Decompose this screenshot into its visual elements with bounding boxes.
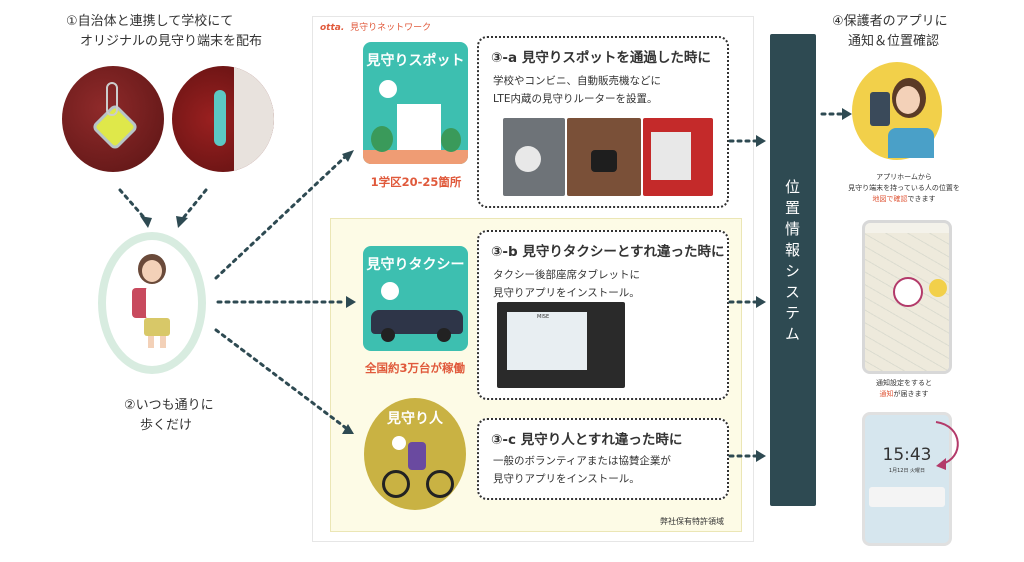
location-system-label: 位置情報システム (783, 179, 801, 347)
step4-line2: 通知＆位置確認 (848, 34, 940, 49)
step4-desc3: 地図で確認 (872, 195, 908, 203)
person-body1: 一般のボランティアまたは協賛企業が (493, 455, 671, 467)
arrowhead-sys3 (756, 450, 766, 462)
step2-line2: 歩くだけ (140, 418, 193, 433)
tablet-screen-label: MISE (537, 314, 550, 320)
person-body2: 見守りアプリをインストール。 (493, 473, 640, 485)
arrow-device2-to-child (178, 188, 208, 224)
step2-caption: ②いつも通りに 歩くだけ (124, 396, 244, 436)
spot-tile-label: 見守りスポット (366, 53, 465, 69)
taxi-body2: 見守りアプリをインストール。 (493, 287, 640, 299)
step4-desc3-line: 地図で確認できます (834, 194, 974, 205)
notif-word: 通知 (879, 390, 894, 398)
photo-vending-machine (643, 118, 713, 196)
location-system-bar: 位置情報システム (770, 34, 816, 506)
map-location-pin-icon (893, 277, 923, 307)
lock-date: 1月12日 火曜日 (888, 468, 926, 474)
phone-icon (870, 92, 890, 126)
photo-router-store (567, 118, 641, 196)
step1-line2: オリジナルの見守り端末を配布 (80, 34, 263, 49)
notif-rest: が届きます (893, 390, 929, 398)
arrow-child-to-spot (214, 154, 348, 280)
notif-line2: 通知が届きます (844, 389, 964, 400)
step4-caption: ④保護者のアプリに 通知＆位置確認 (832, 12, 1022, 52)
taxi-body: タクシー後部座席タブレットに 見守りアプリをインストール。 (493, 266, 640, 302)
person-title: ③-c 見守り人とすれ違った時に (491, 432, 683, 448)
spot-body: 学校やコンビニ、自動販売機などに LTE内蔵の見守りルーターを設置。 (493, 72, 661, 108)
notif-line1: 通知設定をすると (876, 379, 932, 387)
parent-illustration (852, 62, 942, 160)
building-icon (397, 104, 441, 152)
spot-tile: 見守りスポット (363, 42, 468, 164)
step1-line1: ①自治体と連携して学校にて (66, 14, 234, 29)
step1-caption: ①自治体と連携して学校にて オリジナルの見守り端末を配布 (66, 12, 286, 52)
step2-line1: ②いつも通りに (124, 398, 214, 413)
arrowhead-person (342, 424, 354, 434)
lock-time: 15:43 (882, 445, 932, 465)
arrow-child-to-person (214, 328, 348, 430)
arrowhead-2 (176, 216, 188, 228)
spot-body1: 学校やコンビニ、自動販売機などに (493, 75, 661, 87)
brand-logo: otta. (320, 23, 345, 33)
step4-line1: ④保護者のアプリに (832, 14, 948, 29)
notification-description: 通知設定をすると 通知が届きます (844, 378, 964, 400)
child-illustration (98, 232, 206, 374)
taxi-caption: 全国約3万台が稼働 (364, 361, 465, 375)
map-phone (862, 220, 952, 374)
step4-description: アプリホームから 見守り端末を持っている人の位置を 地図で確認できます (834, 172, 974, 205)
spot-callout: ③-a 見守りスポットを通過した時に 学校やコンビニ、自動販売機などに LTE内… (477, 36, 729, 208)
spot-body2: LTE内蔵の見守りルーターを設置。 (493, 93, 658, 105)
wifi-icon (381, 282, 399, 300)
arrowhead-sys2 (756, 296, 766, 308)
photo-taxi-tablet: MISE (497, 302, 625, 388)
wifi-icon (392, 436, 406, 450)
bicycle-icon (382, 470, 410, 498)
notification-card (869, 487, 945, 507)
device-stick-icon (214, 90, 226, 146)
person-tile-label: 見守り人 (387, 411, 443, 427)
person-body: 一般のボランティアまたは協賛企業が 見守りアプリをインストール。 (493, 452, 671, 488)
taxi-tile-label: 見守りタクシー (366, 257, 465, 273)
network-header: otta. 見守りネットワーク (320, 20, 431, 33)
taxi-title: ③-b 見守りタクシーとすれ違った時に (491, 244, 725, 260)
device-photo-backpack (62, 66, 164, 172)
spot-title: ③-a 見守りスポットを通過した時に (491, 50, 711, 66)
lockscreen-phone: 15:43 1月12日 火曜日 (862, 412, 952, 546)
step4-desc3b: できます (907, 195, 936, 203)
device-photo-strap (172, 66, 274, 172)
patent-label: 弊社保有特許領域 (660, 517, 724, 526)
taxi-tile: 見守りタクシー (363, 246, 468, 351)
wifi-icon (379, 80, 397, 98)
step4-desc1: アプリホームから (876, 173, 932, 181)
photo-router-school (503, 118, 565, 196)
arrowhead-taxi (346, 296, 356, 308)
arrowhead-sys1 (756, 135, 766, 147)
spot-caption: 1学区20-25箇所 (370, 175, 462, 189)
arrowhead-1 (140, 216, 152, 228)
notification-arrow (935, 421, 959, 470)
person-tile: 見守り人 (364, 398, 466, 510)
step4-desc2: 見守り端末を持っている人の位置を (848, 184, 960, 192)
taxi-body1: タクシー後部座席タブレットに (493, 269, 640, 281)
arrowhead-parent (842, 108, 852, 120)
arrowhead-spot (342, 150, 354, 162)
person-callout: ③-c 見守り人とすれ違った時に 一般のボランティアまたは協賛企業が 見守りアプ… (477, 418, 729, 500)
taxi-callout: ③-b 見守りタクシーとすれ違った時に タクシー後部座席タブレットに 見守りアプ… (477, 230, 729, 400)
network-title: 見守りネットワーク (350, 23, 432, 33)
